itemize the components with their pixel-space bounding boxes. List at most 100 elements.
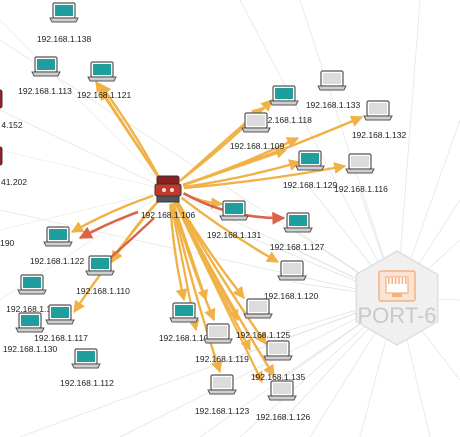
laptop-icon (263, 340, 293, 361)
host-node[interactable]: 192.168.1.112 (60, 348, 114, 388)
host-node[interactable]: 192.168.1.135 (251, 340, 306, 382)
host-ip-label: 192.168.1.122 (30, 256, 85, 266)
host-ip-label: 192.168.1.129 (283, 180, 338, 190)
host-node[interactable]: 192.168.1.122 (30, 226, 85, 266)
host-node[interactable]: 192.168.1.116 (334, 153, 388, 194)
host-node[interactable]: 192.168.1.132 (352, 100, 407, 140)
offscreen-ip-label: 41.202 (1, 177, 27, 187)
offscreen-node[interactable]: .190 (0, 238, 15, 248)
offscreen-node[interactable]: 41.202 (0, 146, 27, 187)
laptop-icon (283, 212, 313, 233)
background-link (299, 0, 398, 299)
host-ip-label: 192.168.1.131 (207, 230, 262, 240)
laptop-icon (71, 348, 101, 369)
host-ip-label: 192.168.1.116 (334, 184, 388, 194)
host-node[interactable]: 192.168.1.130 (3, 312, 58, 354)
laptop-icon (295, 150, 325, 171)
host-node[interactable]: 192.168.1.138 (37, 2, 92, 44)
edge-to-192.168.1.135 (175, 201, 267, 345)
edge-to-192.168.1.103 (169, 203, 188, 302)
alert-edge (78, 210, 139, 240)
host-ip-label: 192.168.1.138 (37, 34, 92, 44)
background-link (0, 149, 169, 191)
host-node[interactable]: 192.168.1.126 (256, 380, 311, 422)
laptop-icon (363, 100, 393, 121)
laptop-icon (85, 255, 115, 276)
laptop-icon (243, 298, 273, 319)
host-ip-label: 192.168.1.126 (256, 412, 311, 422)
host-ip-label: 192.168.1.130 (3, 344, 58, 354)
host-node[interactable]: 192.168.1.119 (195, 323, 249, 364)
edge-to-192.168.1.120 (180, 196, 280, 264)
host-node[interactable]: 192.168.1.113 (18, 56, 72, 96)
host-node[interactable]: 192.168.1.125 (236, 298, 291, 340)
host-ip-label: 192.168.1.121 (77, 90, 132, 100)
background-link (119, 297, 398, 437)
traffic-edge (99, 89, 160, 180)
host-ip-label: 192.168.1.123 (195, 406, 250, 416)
hub-ip-label: 192.168.1.106 (141, 210, 196, 220)
laptop-icon (31, 56, 61, 77)
background-link (0, 209, 398, 299)
edge-to-192.168.1.116 (183, 162, 347, 190)
laptop-icon (267, 380, 297, 401)
port-node[interactable]: PORT-6 (355, 250, 439, 346)
host-node[interactable]: 192.168.1.121 (77, 61, 132, 100)
laptop-icon (15, 312, 45, 333)
background-link (0, 19, 169, 191)
background-link (0, 189, 169, 231)
edge-to-192.168.1.123 (171, 203, 223, 374)
host-ip-label: 192.168.1.117 (34, 333, 88, 343)
host-ip-label: 192.168.1.119 (195, 354, 249, 364)
offscreen-node[interactable]: 4.152 (0, 89, 23, 130)
ethernet-port-icon (378, 270, 416, 302)
host-node[interactable]: 192.168.1.127 (270, 212, 325, 252)
laptop-icon (87, 61, 117, 82)
host-node[interactable]: 192.168.1.110 (76, 255, 130, 296)
laptop-icon (169, 302, 199, 323)
background-link (0, 39, 398, 299)
host-ip-label: 192.168.1.113 (18, 86, 72, 96)
host-node[interactable]: 192.168.1.123 (195, 374, 250, 416)
background-link (396, 0, 421, 299)
host-ip-label: 192.168.1.127 (270, 242, 325, 252)
laptop-icon (45, 304, 75, 325)
host-ip-label: 192.168.1.133 (306, 100, 361, 110)
host-node[interactable]: 192.168.1.118 (258, 85, 312, 125)
host-node[interactable]: 192.168.1.120 (264, 260, 319, 301)
host-ip-label: 192.168.1.114 (6, 304, 60, 314)
laptop-icon (241, 112, 271, 133)
edge-to-192.168.1.129 (183, 159, 302, 189)
laptop-icon (345, 153, 375, 174)
malicious-host-icon (0, 146, 3, 166)
host-ip-label: 192.168.1.118 (258, 115, 312, 125)
host-ip-label: 192.168.1.103 (159, 333, 214, 343)
laptop-icon (17, 274, 47, 295)
malicious-host-icon (154, 175, 182, 203)
host-node[interactable]: 192.168.1.133 (306, 70, 361, 110)
laptop-icon (49, 2, 79, 23)
traffic-edges (70, 81, 364, 383)
host-node[interactable]: 192.168.1.131 (207, 200, 262, 240)
host-ip-label: 192.168.1.125 (236, 330, 291, 340)
laptop-icon (43, 226, 73, 247)
host-ip-label: 192.168.1.120 (264, 291, 319, 301)
host-ip-label: 192.168.1.135 (251, 372, 306, 382)
host-ip-label: 192.168.1.109 (230, 141, 285, 151)
host-node[interactable]: 192.168.1.117 (34, 304, 88, 343)
port-label: PORT-6 (357, 303, 436, 328)
host-node[interactable]: 192.168.1.114 (6, 274, 60, 314)
laptop-icon (203, 323, 233, 344)
laptop-icon (207, 374, 237, 395)
host-node[interactable]: 192.168.1.109 (230, 112, 285, 151)
laptop-icon (219, 200, 249, 221)
host-node[interactable]: 192.168.1.129 (283, 150, 338, 190)
malicious-host-icon (0, 89, 3, 109)
traffic-edge (172, 202, 209, 302)
host-node[interactable]: 192.168.1.103 (159, 302, 214, 343)
traffic-edge (182, 148, 288, 187)
laptop-icon (269, 85, 299, 106)
hub-node[interactable]: 192.168.1.106 (141, 175, 196, 220)
